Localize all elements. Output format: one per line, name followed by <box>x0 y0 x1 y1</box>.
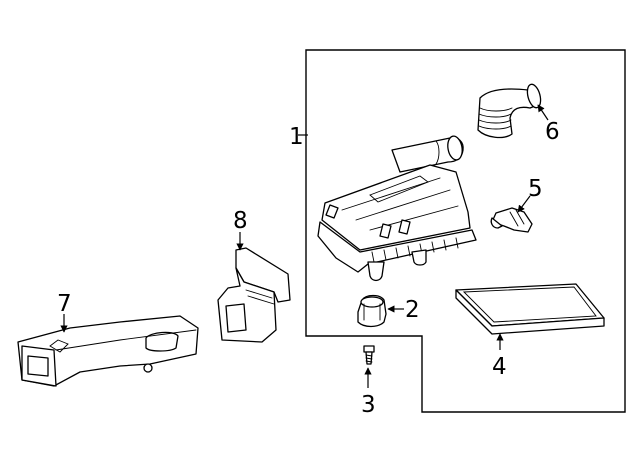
part-air-filter[interactable] <box>455 283 605 335</box>
callout-6: 6 <box>545 119 560 145</box>
callout-8: 8 <box>233 208 248 234</box>
part-air-cleaner-housing[interactable] <box>317 135 477 282</box>
leader-lines <box>60 104 549 388</box>
assembly-frame <box>305 49 626 413</box>
part-intake-duct[interactable] <box>17 315 199 387</box>
callout-5: 5 <box>528 176 543 202</box>
part-resonator-duct[interactable] <box>217 247 291 343</box>
part-bolt[interactable] <box>363 345 375 365</box>
part-grommet[interactable] <box>357 294 387 328</box>
callout-2: 2 <box>405 297 420 323</box>
callout-4: 4 <box>492 354 507 380</box>
callout-7: 7 <box>57 291 72 317</box>
callout-1: 1 <box>289 124 304 150</box>
part-flex-duct[interactable] <box>477 83 543 139</box>
callout-3: 3 <box>361 392 376 418</box>
part-mass-air-flow-sensor[interactable] <box>490 207 533 233</box>
